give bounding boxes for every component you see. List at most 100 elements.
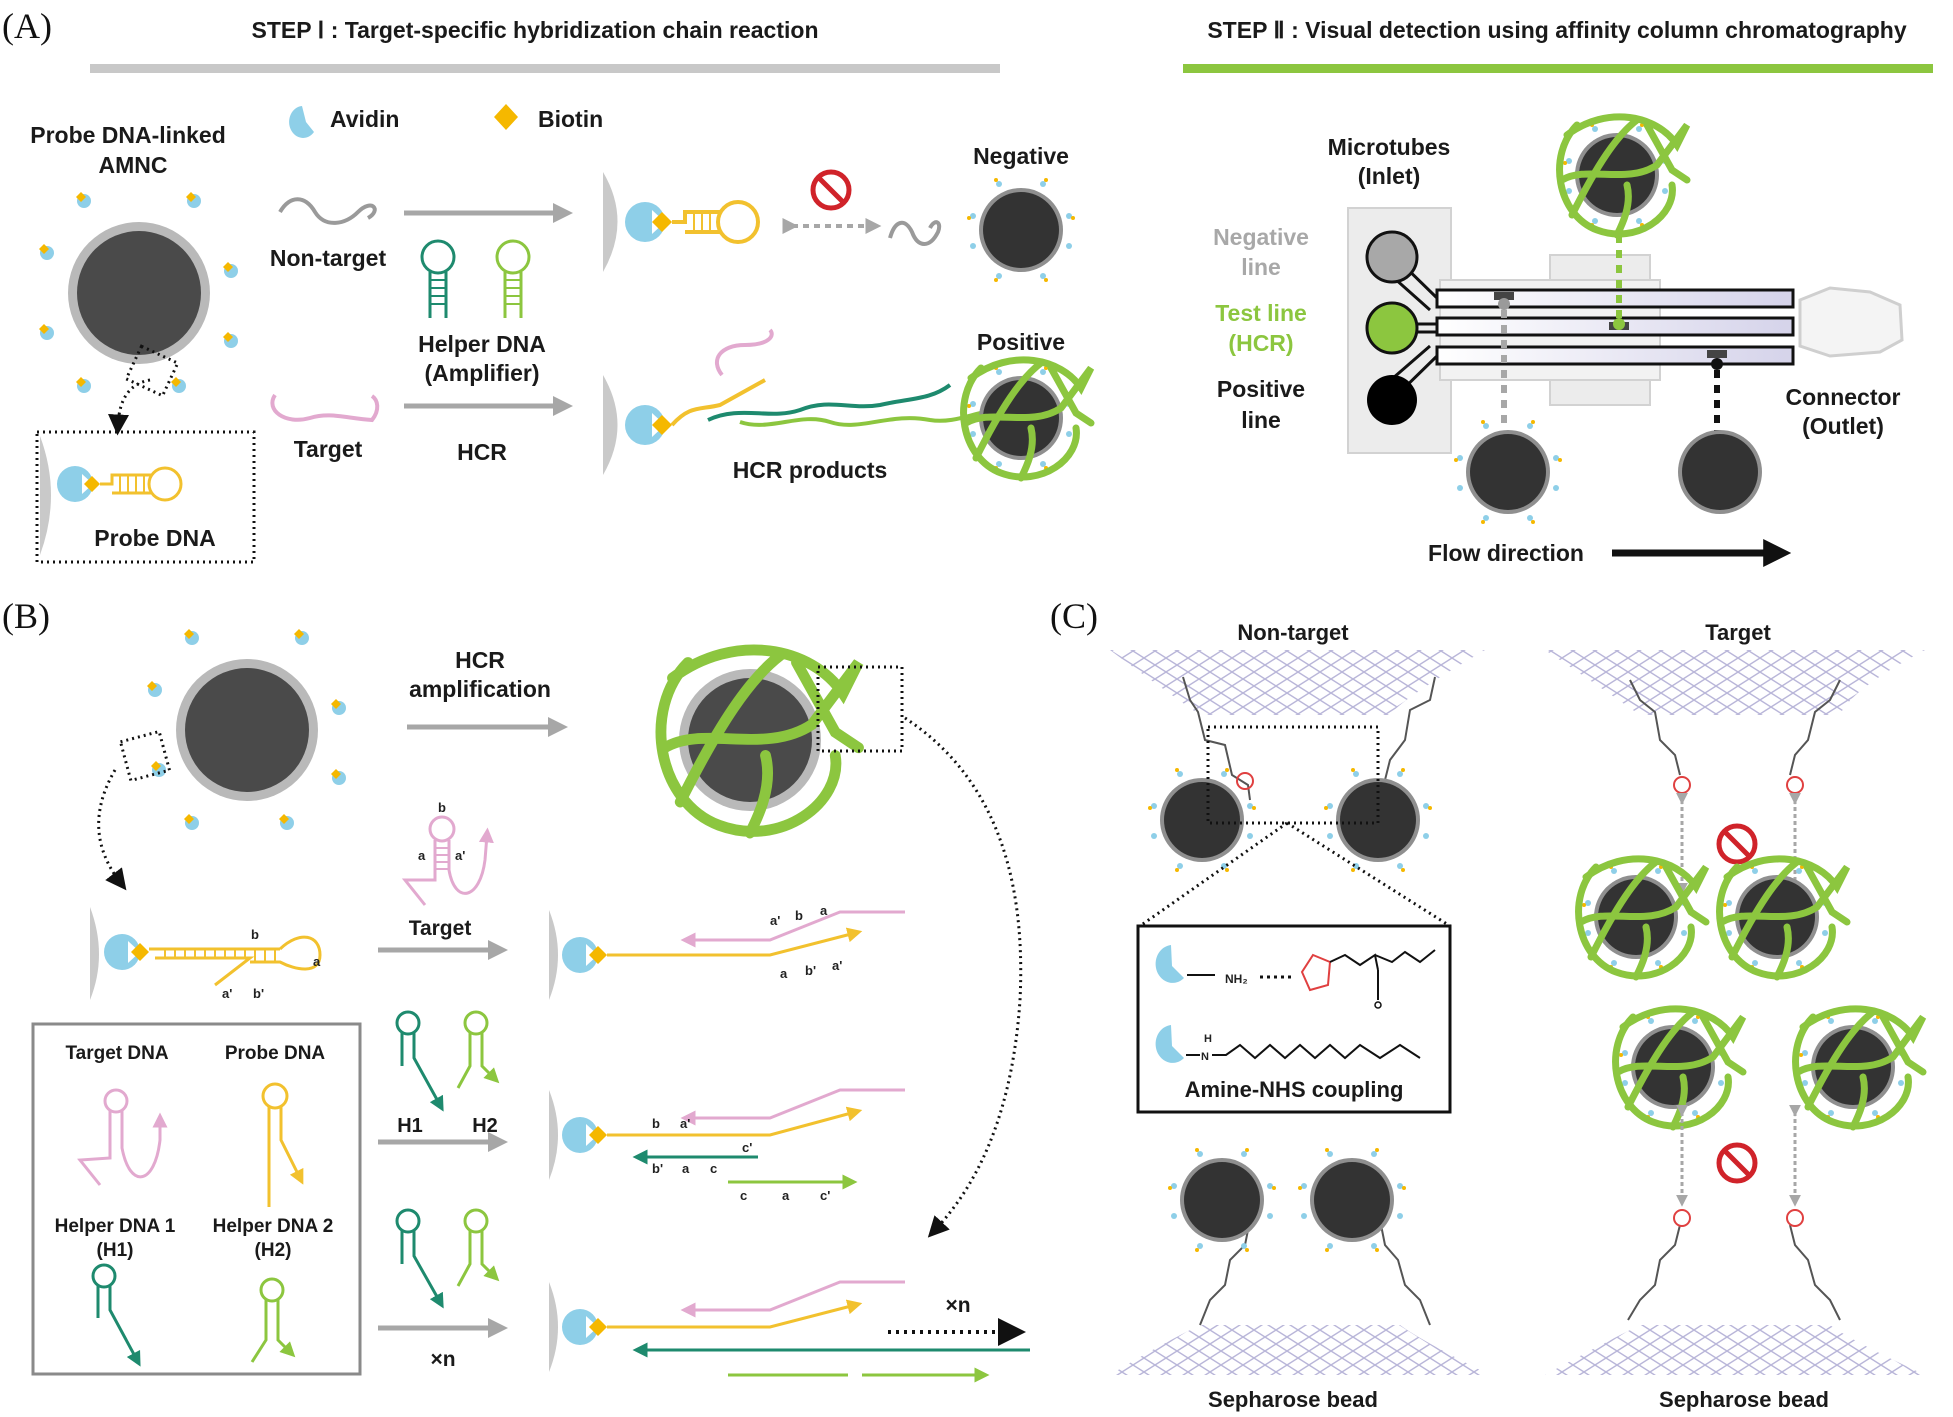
no-binding-icon-bottom (1719, 1145, 1755, 1181)
non-target-column-title: Non-target (1237, 620, 1349, 645)
target-domain-a-prime: a' (455, 848, 465, 863)
hcr-amp-label: HCR (455, 647, 505, 673)
panel-a: (A) STEP Ⅰ : Target-specific hybridizati… (2, 6, 1933, 567)
panel-c-label: (C) (1050, 596, 1098, 636)
non-target-bead-2 (1324, 768, 1432, 872)
positive-label: Positive (977, 329, 1065, 355)
non-target-strand (278, 197, 377, 225)
negative-line-label: Negative (1213, 224, 1309, 250)
sepharose-mesh-bottom-right (1545, 1325, 1925, 1375)
amnc-bead-large (39, 192, 238, 393)
target-bead-4 (1796, 1009, 1923, 1127)
nh2-label: NH₂ (1225, 972, 1248, 986)
coupling-zoom-lines (1139, 821, 1451, 928)
no-binding-icon-top (1719, 826, 1755, 862)
panel-a-label: (A) (2, 6, 52, 46)
non-target-bead-3 (1168, 1148, 1276, 1252)
positive-channel (1435, 345, 1795, 366)
complex1-domain-a-bottom: a (780, 966, 788, 981)
connector-outlet (1798, 286, 1904, 358)
probe-dna-inset-box (35, 430, 256, 564)
biotin-legend-label: Biotin (538, 106, 603, 132)
zoom-arrow-b (97, 769, 127, 891)
complex2-domain-c-bottom: c (740, 1188, 747, 1203)
complex2-domain-b: b (652, 1116, 660, 1131)
legend-probe-dna: Probe DNA (225, 1043, 326, 1064)
negative-bead (967, 178, 1075, 282)
nh-n-label: N (1201, 1051, 1209, 1063)
flow-direction-label: Flow direction (1428, 540, 1584, 566)
positive-line-bead (1678, 430, 1762, 514)
target-strand (270, 393, 380, 423)
hcr-polymer-complex (549, 1280, 1030, 1375)
amide-product (1155, 1025, 1421, 1063)
test-line-sublabel: (HCR) (1228, 330, 1293, 356)
zoom-region-box (124, 344, 180, 398)
probe-amnc-label-2: AMNC (99, 152, 168, 178)
complex1-domain-a: a (820, 903, 828, 918)
negative-line-sublabel: line (1241, 254, 1281, 280)
complex2-domain-c-prime: c' (742, 1140, 752, 1155)
probe-dna-inset (40, 436, 183, 555)
amine-reactant (1155, 945, 1215, 983)
sepharose-bead-label-right: Sepharose bead (1659, 1387, 1829, 1412)
amnc-bead-after (661, 650, 859, 833)
nhs-ester-structure (1300, 949, 1436, 1009)
probe-target-complex (549, 910, 905, 1000)
strand-legend-box (31, 1022, 362, 1376)
panel-b: (B) HCR amplification (2, 596, 1030, 1375)
target-label: Target (294, 436, 363, 462)
zoom-arrow-b2 (904, 716, 1023, 1238)
times-n-label: ×n (430, 1348, 455, 1371)
negative-inlet (1365, 230, 1419, 284)
step2-divider (1183, 64, 1933, 73)
probe-domain-b: b (251, 927, 259, 942)
legend-probe-hairpin (261, 1082, 300, 1207)
complex1-domain-b: b (795, 908, 803, 923)
non-target-label: Non-target (270, 245, 387, 271)
legend-helper2: Helper DNA 2 (213, 1216, 334, 1237)
hcr-products-label: HCR products (733, 457, 888, 483)
negative-channel (1435, 288, 1795, 309)
step2-title: STEP Ⅱ : Visual detection using affinity… (1207, 17, 1907, 43)
microtubes-sublabel: (Inlet) (1358, 163, 1421, 189)
avidin-legend-label: Avidin (330, 106, 399, 132)
legend-target-hairpin (77, 1088, 160, 1186)
avidin-icon (289, 106, 314, 138)
positive-bead (964, 360, 1091, 478)
times-n-right-label: ×n (945, 1294, 970, 1317)
sepharose-bead-label-left: Sepharose bead (1208, 1387, 1378, 1412)
non-target-bead-4 (1298, 1148, 1406, 1252)
target-bead-2 (1720, 859, 1847, 977)
h1-h2-hairpins-top (395, 1010, 494, 1105)
probe-target-h1-h2-complex (549, 1088, 905, 1190)
complex2-domain-c-prime-bottom: c' (820, 1188, 830, 1203)
connector-sublabel: (Outlet) (1802, 413, 1884, 439)
complex2-domain-c: c (710, 1161, 717, 1176)
h2-label: H2 (472, 1115, 498, 1137)
complex1-domain-a-prime-bottom: a' (832, 958, 842, 973)
negative-line-bead (1454, 420, 1562, 524)
negative-label: Negative (973, 143, 1069, 169)
test-line-captured-bead (1560, 117, 1687, 235)
legend-helper1: Helper DNA 1 (55, 1216, 176, 1237)
non-target-unbound-strand (888, 220, 942, 246)
hcr-label: HCR (457, 439, 507, 465)
legend: Avidin Biotin (289, 104, 603, 138)
amine-nhs-label: Amine-NHS coupling (1185, 1077, 1404, 1102)
biotin-icon (494, 104, 518, 130)
probe-dna-label: Probe DNA (94, 525, 215, 551)
target-domain-a: a (418, 848, 426, 863)
complex1-domain-b-prime: b' (805, 963, 816, 978)
amnc-bead-before (147, 629, 346, 830)
sepharose-mesh-top-left (1110, 650, 1485, 715)
zoom-arrow (108, 378, 151, 436)
probe-on-surface (90, 907, 322, 1000)
zoom-region-box-b2 (816, 665, 904, 753)
hcr-product-complex (603, 328, 1009, 475)
legend-helper2-abbr: (H2) (255, 1240, 292, 1261)
target-bead-1 (1579, 859, 1706, 977)
complex2-domain-a: a (682, 1161, 690, 1176)
test-inlet (1365, 301, 1419, 355)
